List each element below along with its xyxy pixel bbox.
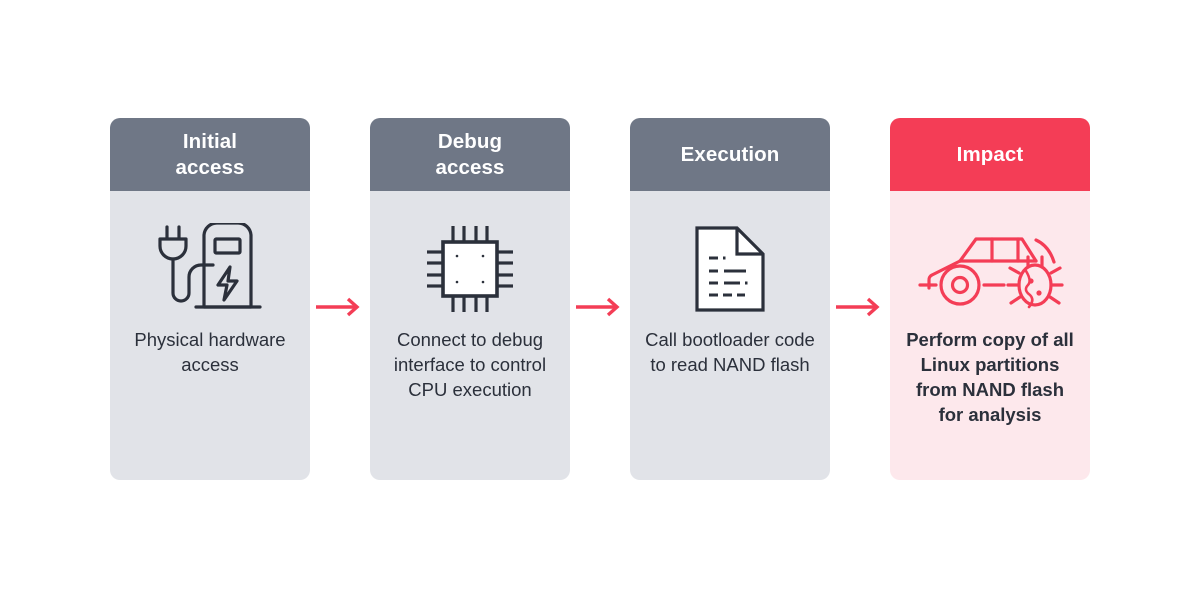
stage-title-line-2: access — [435, 155, 505, 179]
stage-title-line-1: Initial — [182, 129, 238, 153]
stage-caption-execution: Call bootloader code to read NAND flash — [645, 329, 815, 375]
stage-body-impact: Perform copy of all Linux partitions fro… — [890, 191, 1090, 480]
stage-card-impact[interactable]: Impact — [890, 118, 1090, 480]
stage-card-initial-access[interactable]: Initial access — [110, 118, 310, 480]
stage-caption-impact: Perform copy of all Linux partitions fro… — [906, 329, 1074, 425]
stage-title-line-2: access — [175, 155, 245, 179]
stage-body-initial-access: Physical hardware access — [110, 191, 310, 480]
arrow-execution-to-impact — [830, 118, 890, 480]
arrow-debug-to-execution — [570, 118, 630, 480]
code-document-icon — [693, 217, 767, 321]
stage-title-impact: Impact — [956, 142, 1024, 166]
stage-header-impact: Impact — [890, 118, 1090, 191]
stage-caption-debug-access: Connect to debug interface to control CP… — [393, 329, 547, 400]
arrow-right-icon — [836, 297, 880, 317]
stage-body-debug-access: Connect to debug interface to control CP… — [370, 191, 570, 480]
stage-title-execution: Execution — [680, 142, 780, 166]
arrow-right-icon — [576, 297, 620, 317]
stage-header-debug-access: Debug access — [370, 118, 570, 191]
stage-card-debug-access[interactable]: Debug access — [370, 118, 570, 480]
stage-header-initial-access: Initial access — [110, 118, 310, 191]
arrow-initial-to-debug — [310, 118, 370, 480]
stage-card-execution[interactable]: Execution — [630, 118, 830, 480]
stage-body-execution: Call bootloader code to read NAND flash — [630, 191, 830, 480]
ev-charging-station-icon — [154, 217, 266, 321]
stage-caption-initial-access: Physical hardware access — [134, 329, 286, 375]
stage-title-line-1: Debug — [437, 129, 503, 153]
cpu-chip-icon — [424, 217, 516, 321]
attack-chain-flow: Initial access — [110, 118, 1090, 480]
arrow-right-icon — [316, 297, 360, 317]
stage-header-execution: Execution — [630, 118, 830, 191]
car-bug-icon — [914, 217, 1066, 321]
